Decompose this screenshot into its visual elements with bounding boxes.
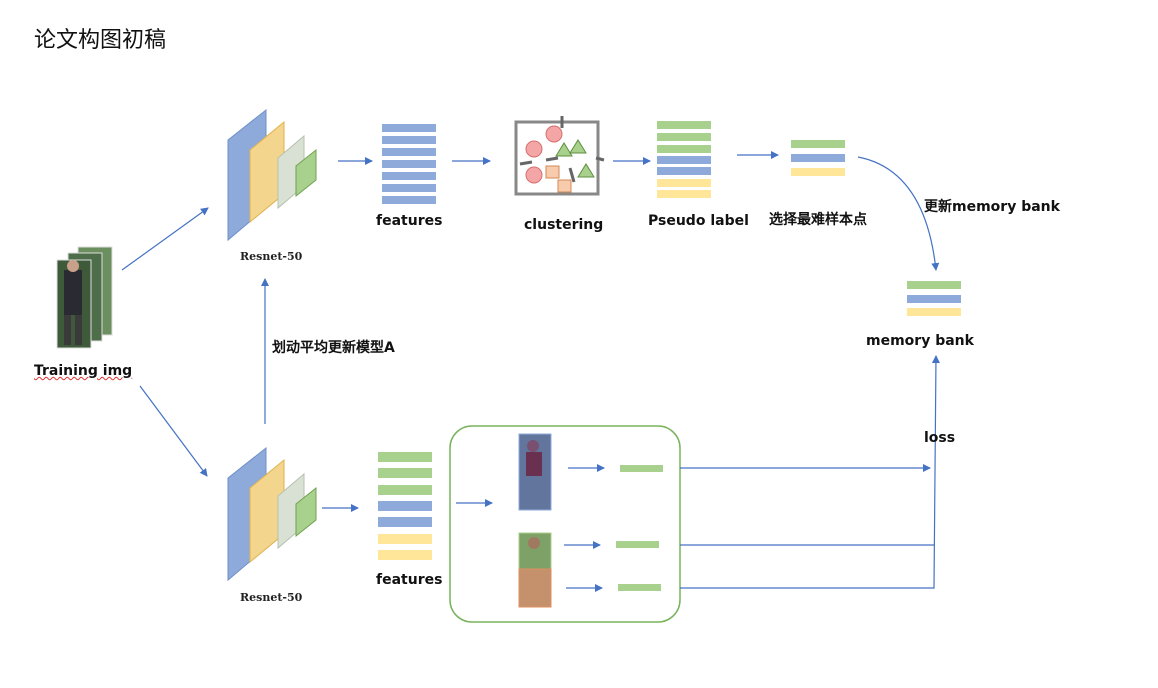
- memory-bank-stack: [907, 281, 961, 316]
- memory-bank-label: memory bank: [866, 333, 974, 349]
- resnet-bottom-label: Resnet-50: [240, 591, 303, 604]
- arrow-img-to-bottom-resnet: [139, 385, 208, 477]
- update-memory-label: 更新memory bank: [924, 199, 1060, 215]
- pseudo-label-label: Pseudo label: [648, 213, 749, 229]
- features-top-label: features: [376, 213, 443, 229]
- hard-sample-stack: [791, 140, 845, 176]
- resnet-top-label: Resnet-50: [240, 250, 303, 263]
- part-region-box: [449, 425, 681, 623]
- features-bottom-stack: [378, 452, 432, 560]
- ema-update-label: 划动平均更新模型A: [272, 340, 395, 356]
- clustering-label: clustering: [524, 217, 604, 233]
- person-crop-upper-icon: [518, 532, 552, 570]
- loss-label: loss: [924, 430, 956, 446]
- features-top-stack: [382, 124, 436, 204]
- person-crop-full-icon: [518, 433, 552, 511]
- training-image-stack: [56, 246, 113, 349]
- part-feature-lower: [618, 584, 661, 591]
- clustering-icon: [514, 116, 605, 196]
- resnet-bottom-icon: [227, 446, 317, 582]
- part-feature-upper: [616, 541, 659, 548]
- page-title: 论文构图初稿: [34, 28, 167, 53]
- arrow-img-to-top-resnet: [121, 207, 209, 271]
- training-img-label: Training img: [34, 363, 133, 379]
- arrow-loss-to-memory: [680, 355, 940, 589]
- part-feature-full: [620, 465, 663, 472]
- resnet-top-icon: [227, 108, 317, 242]
- person-crop-lower-icon: [518, 568, 552, 608]
- pseudo-label-stack: [657, 121, 711, 198]
- select-hard-label: 选择最难样本点: [769, 212, 867, 228]
- arrow-update-memory: [857, 156, 940, 271]
- features-bottom-label: features: [376, 572, 443, 588]
